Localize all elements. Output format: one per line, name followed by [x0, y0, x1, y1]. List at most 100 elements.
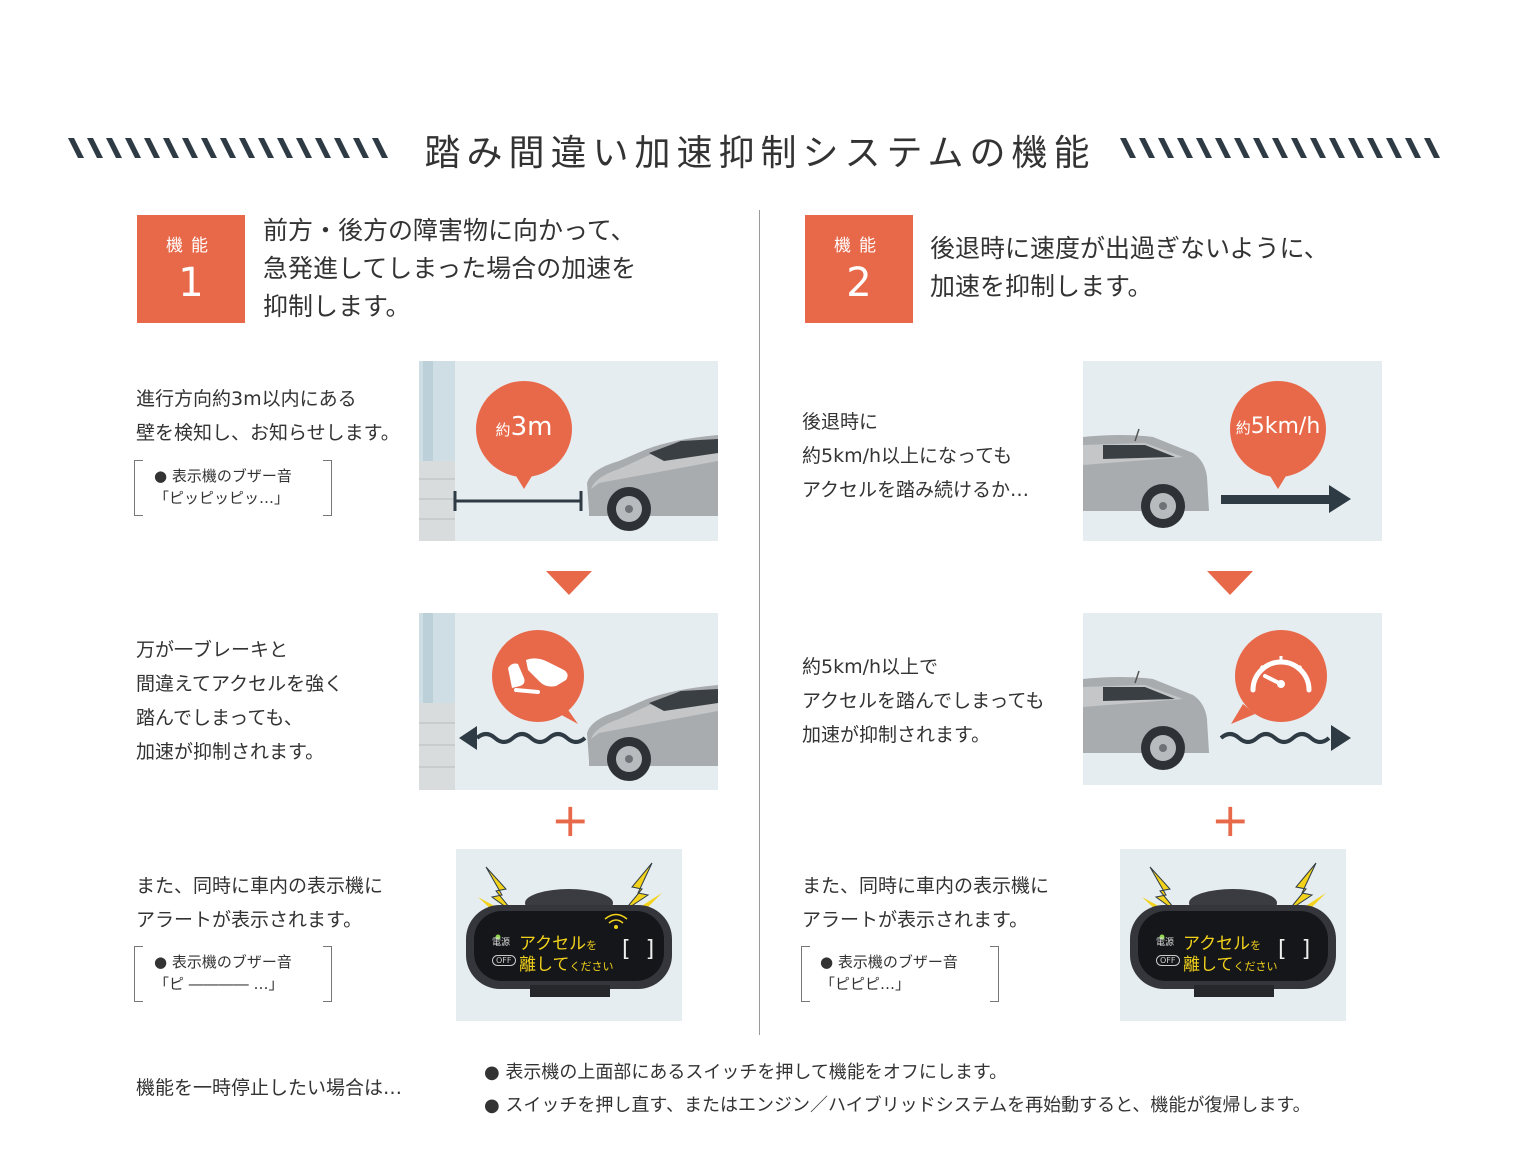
function-2-badge: 機能 2 [805, 215, 913, 323]
display-line-1: アクセルを [519, 929, 597, 954]
speedometer-bubble [1231, 630, 1327, 724]
desc-line: 進行方向約3m以内にある [136, 388, 357, 410]
plus-icon: + [1211, 793, 1250, 847]
display-device [1130, 862, 1336, 997]
bubble-prefix: 約 [1235, 419, 1251, 437]
function-1-step-3-text: また、同時に車内の表示機に アラートが表示されます。 [136, 869, 383, 937]
function-1-headline: 前方・後方の障害物に向かって、 急発進してしまった場合の加速を 抑制します。 [263, 212, 636, 326]
scene-reversing-car-wave [1083, 670, 1351, 770]
desc-line: アラートが表示されます。 [136, 909, 363, 931]
desc-line: 加速が抑制されます。 [802, 724, 991, 746]
note-bracket-right [323, 946, 332, 1002]
function-1-badge: 機能 1 [137, 215, 245, 323]
function-2-display-panel [1120, 849, 1346, 1021]
note-bracket-left [801, 946, 810, 1002]
display-line-2: 離してください [1183, 950, 1278, 975]
speed-bubble-label: 約5km/h [1213, 414, 1343, 439]
function-2-step-3-text: また、同時に車内の表示機に アラートが表示されます。 [802, 869, 1049, 937]
column-divider [759, 210, 760, 1035]
function-2-step-1-text: 後退時に 約5km/h以上になっても アクセルを踏み続けるか… [802, 405, 1029, 507]
function-1-scene-1 [419, 361, 718, 541]
hatch-right [1120, 138, 1440, 158]
note-line: 「ピッピッピッ…」 [154, 489, 290, 507]
function-2-headline: 後退時に速度が出過ぎないように、 加速を抑制します。 [930, 230, 1329, 306]
bubble-value: 3m [510, 412, 553, 442]
off-label: OFF [492, 955, 516, 966]
headline-line: 急発進してしまった場合の加速を [263, 254, 637, 283]
display-small-text: を [586, 939, 598, 952]
power-label: 電源 [1156, 938, 1175, 948]
note-line: 「ピ ―――― …」 [154, 975, 284, 993]
display-small-text: を [1250, 939, 1262, 952]
plus-icon: + [551, 793, 590, 847]
display-main-text: アクセル [1183, 934, 1251, 954]
note-bracket-right [990, 946, 999, 1002]
note-bracket-right [323, 460, 332, 516]
note-bracket-left [134, 460, 143, 516]
page-title: 踏み間違い加速抑制システムの機能 [424, 133, 1096, 174]
desc-line: アラートが表示されます。 [802, 909, 1029, 931]
function-2-scene-1 [1083, 361, 1382, 541]
desc-line: 加速が抑制されます。 [136, 741, 325, 763]
power-label: 電源 [492, 938, 511, 948]
footer-item: ● 表示機の上面部にあるスイッチを押して機能をオフにします。 [484, 1062, 1008, 1083]
desc-line: 壁を検知し、お知らせします。 [136, 422, 400, 444]
note-line: ● 表示機のブザー音 [154, 467, 292, 485]
note-line: ● 表示機のブザー音 [154, 953, 292, 971]
footer-item: ● スイッチを押し直す、またはエンジン／ハイブリッドシステムを再始動すると、機能… [484, 1095, 1311, 1116]
desc-line: 間違えてアクセルを強く [136, 673, 344, 695]
badge-label: 機能 [834, 236, 884, 256]
display-small-text: ください [569, 960, 614, 973]
display-device [466, 862, 672, 997]
badge-number: 1 [178, 260, 204, 306]
desc-line: また、同時に車内の表示機に [136, 875, 384, 897]
function-1-step-1-note: ● 表示機のブザー音 「ピッピッピッ…」 [154, 465, 292, 509]
function-1-step-1-text: 進行方向約3m以内にある 壁を検知し、お知らせします。 [136, 382, 400, 450]
distance-bubble-label: 約3m [469, 412, 579, 442]
display-line-2: 離してください [519, 950, 614, 975]
desc-line: 踏んでしまっても、 [136, 707, 303, 729]
function-1-step-3-note: ● 表示機のブザー音 「ピ ―――― …」 [154, 951, 292, 995]
display-bracket: [ ] [622, 937, 659, 962]
badge-number: 2 [846, 260, 872, 306]
desc-line: アクセルを踏んでしまっても [802, 690, 1045, 712]
note-line: 「ピピピ…」 [820, 975, 911, 993]
desc-line: また、同時に車内の表示機に [802, 875, 1050, 897]
desc-line: 約5km/h以上になっても [802, 445, 1013, 467]
footer-list: ● 表示機の上面部にあるスイッチを押して機能をオフにします。 ● スイッチを押し… [484, 1056, 1311, 1122]
display-main-text: 離して [1183, 955, 1234, 975]
badge-label: 機能 [166, 236, 216, 256]
pedal-bubble [492, 630, 584, 724]
display-line-1: アクセルを [1183, 929, 1261, 954]
down-arrow [546, 571, 592, 595]
note-line: ● 表示機のブザー音 [820, 953, 958, 971]
down-arrow [1207, 571, 1253, 595]
function-2-step-3-note: ● 表示機のブザー音 「ピピピ…」 [820, 951, 958, 995]
headline-line: 抑制します。 [263, 292, 411, 321]
headline-line: 加速を抑制します。 [930, 272, 1153, 301]
note-bracket-left [134, 946, 143, 1002]
hatch-left [68, 138, 388, 158]
bubble-prefix: 約 [495, 421, 511, 439]
display-small-text: ください [1233, 960, 1278, 973]
desc-line: 約5km/h以上で [802, 656, 939, 678]
headline-line: 後退時に速度が出過ぎないように、 [930, 234, 1329, 263]
function-2-step-2-text: 約5km/h以上で アクセルを踏んでしまっても 加速が抑制されます。 [802, 650, 1044, 752]
function-1-display-panel [456, 849, 682, 1021]
off-label: OFF [1156, 955, 1180, 966]
display-main-text: アクセル [519, 934, 587, 954]
scene-reversing-car [1083, 428, 1351, 528]
scene-wall-car-wave [419, 613, 718, 790]
distance-bubble [476, 381, 572, 489]
display-bracket: [ ] [1278, 937, 1315, 962]
speed-bubble [1230, 381, 1326, 489]
headline-line: 前方・後方の障害物に向かって、 [263, 216, 636, 245]
desc-line: 万が一ブレーキと [136, 639, 289, 661]
scene-wall-car [419, 361, 718, 541]
function-1-step-2-text: 万が一ブレーキと 間違えてアクセルを強く 踏んでしまっても、 加速が抑制されます… [136, 633, 343, 769]
footer-lead: 機能を一時停止したい場合は… [136, 1077, 403, 1099]
desc-line: アクセルを踏み続けるか… [802, 479, 1030, 501]
function-2-scene-2 [1083, 613, 1382, 785]
display-main-text: 離して [519, 955, 570, 975]
bubble-value: 5km/h [1250, 414, 1321, 439]
